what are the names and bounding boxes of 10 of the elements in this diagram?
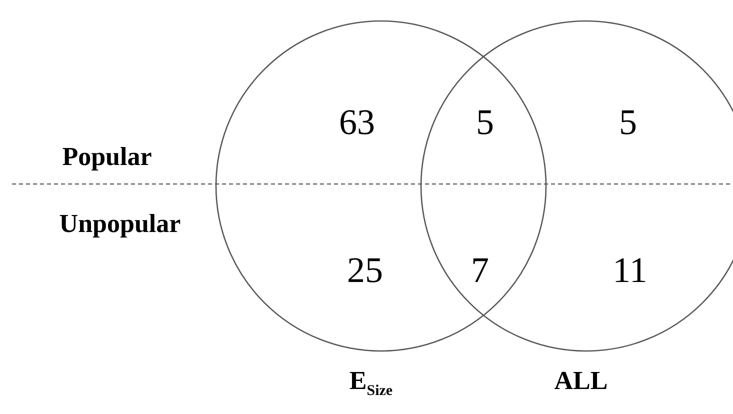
set-label: E$_{Size}$ — [348, 366, 394, 400]
count-value: 7 — [471, 249, 489, 291]
row-label: Popular — [62, 142, 152, 172]
count-value: 63 — [339, 101, 375, 143]
set-label: ALL — [553, 366, 609, 396]
count-value: 5 — [476, 101, 494, 143]
row-label: Unpopular — [59, 209, 181, 239]
count-value: 25 — [347, 249, 383, 291]
count-value: 5 — [619, 101, 637, 143]
count-value: 11 — [612, 249, 648, 291]
